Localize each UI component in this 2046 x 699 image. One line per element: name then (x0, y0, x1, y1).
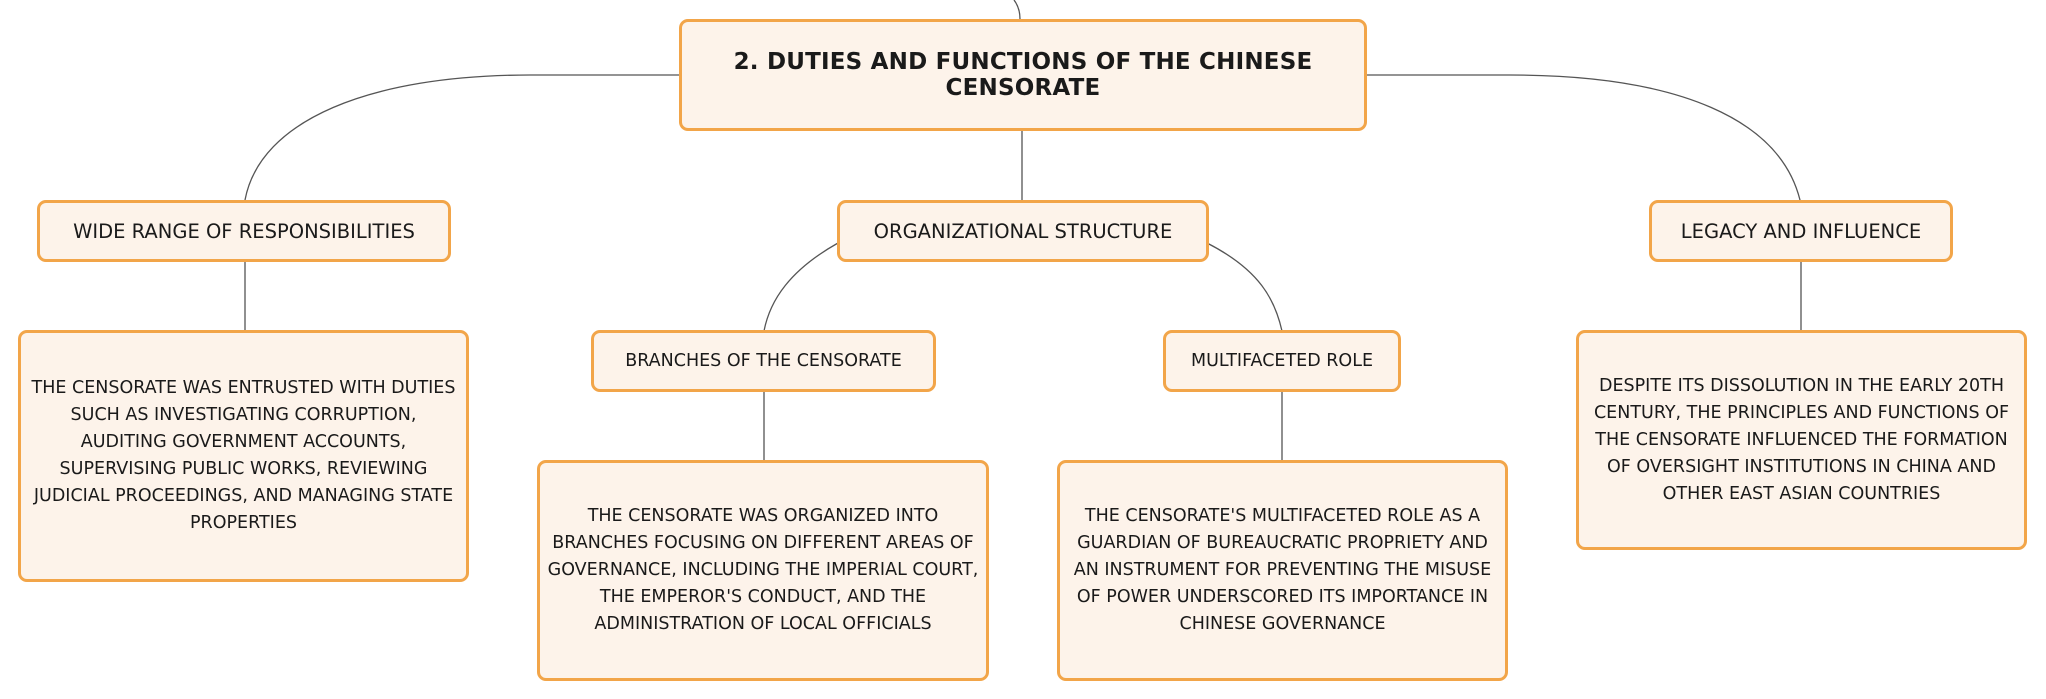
root-node[interactable]: 2. DUTIES AND FUNCTIONS OF THE CHINESE C… (679, 19, 1367, 131)
topic-node-structure[interactable]: ORGANIZATIONAL STRUCTURE (837, 200, 1209, 262)
detail-text: THE CENSORATE WAS ORGANIZED INTO BRANCHE… (547, 506, 979, 634)
detail-node-branches[interactable]: THE CENSORATE WAS ORGANIZED INTO BRANCHE… (537, 460, 989, 681)
topic-label: WIDE RANGE OF RESPONSIBILITIES (73, 219, 415, 243)
topic-label: LEGACY AND INFLUENCE (1680, 219, 1922, 243)
detail-text: THE CENSORATE'S MULTIFACETED ROLE AS A G… (1073, 506, 1492, 634)
connector-structure-to-role (1206, 242, 1283, 332)
subtopic-node-branches[interactable]: BRANCHES OF THE CENSORATE (591, 330, 936, 392)
connector-parent-to-root (1013, 0, 1021, 20)
detail-node-legacy[interactable]: DESPITE ITS DISSOLUTION IN THE EARLY 20T… (1576, 330, 2027, 550)
connector-structure-to-branches (763, 242, 839, 332)
detail-text: DESPITE ITS DISSOLUTION IN THE EARLY 20T… (1593, 375, 2010, 504)
subtopic-node-role[interactable]: MULTIFACETED ROLE (1163, 330, 1401, 392)
topic-label: ORGANIZATIONAL STRUCTURE (873, 219, 1173, 243)
detail-node-responsibilities[interactable]: THE CENSORATE WAS ENTRUSTED WITH DUTIES … (18, 330, 469, 582)
subtopic-label: BRANCHES OF THE CENSORATE (625, 351, 902, 371)
root-title: 2. DUTIES AND FUNCTIONS OF THE CHINESE C… (733, 49, 1313, 101)
connector-root-to-responsibilities (244, 74, 680, 201)
detail-text: THE CENSORATE WAS ENTRUSTED WITH DUTIES … (31, 378, 456, 533)
topic-node-responsibilities[interactable]: WIDE RANGE OF RESPONSIBILITIES (37, 200, 451, 262)
connector-root-to-legacy (1366, 74, 1801, 201)
detail-node-role[interactable]: THE CENSORATE'S MULTIFACETED ROLE AS A G… (1057, 460, 1508, 681)
topic-node-legacy[interactable]: LEGACY AND INFLUENCE (1649, 200, 1953, 262)
subtopic-label: MULTIFACETED ROLE (1190, 351, 1374, 371)
